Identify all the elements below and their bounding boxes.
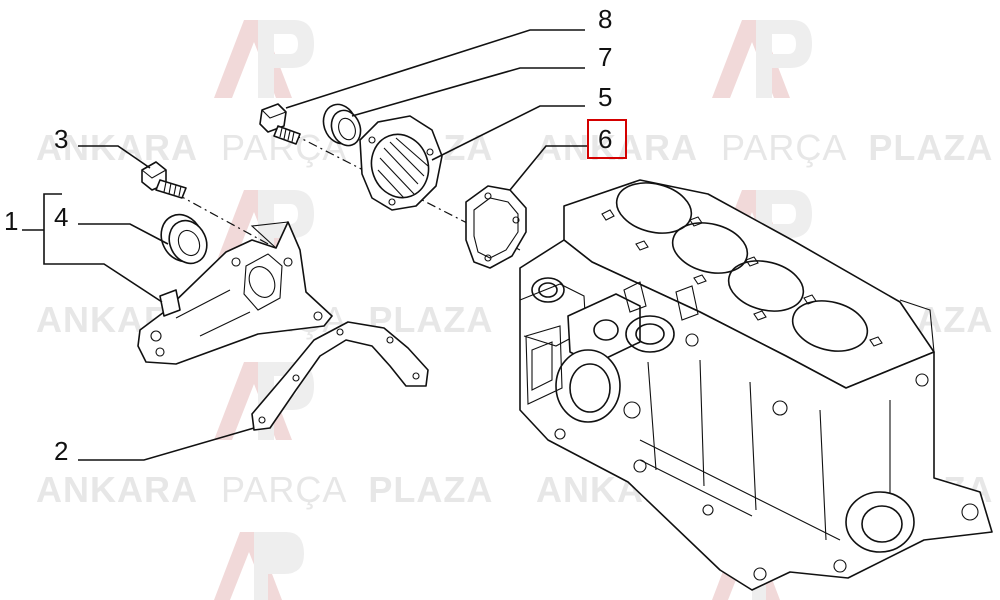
leader-4 — [78, 223, 169, 245]
part-1-rear-carrier — [137, 221, 333, 365]
watermark-logo — [214, 20, 314, 98]
part-3-bolt — [141, 161, 187, 199]
block-port — [625, 315, 675, 353]
part-2-gasket-strip — [251, 321, 429, 431]
callout-2[interactable]: 2 — [54, 436, 68, 466]
cylinder-bore-4 — [791, 300, 869, 352]
callout-5[interactable]: 5 — [598, 82, 612, 112]
leader-8 — [285, 29, 585, 109]
engine-block — [519, 179, 993, 591]
callout-6-highlight-box — [587, 119, 627, 159]
callout-6[interactable]: 6 — [598, 124, 612, 154]
part-7-seal — [322, 103, 362, 147]
callout-labels: 8 7 5 6 3 4 1 2 — [4, 4, 612, 466]
leader-1-bracket — [22, 193, 163, 303]
cylinder-bore-3 — [727, 260, 805, 312]
rear-main-boss — [845, 491, 915, 553]
leader-6 — [509, 145, 588, 191]
watermark-text: ANKARA PARÇA PLAZA — [536, 127, 993, 168]
watermark-text: ANKARA PARÇA PLAZA — [36, 469, 493, 510]
callout-1[interactable]: 1 — [4, 206, 18, 236]
callout-4[interactable]: 4 — [54, 202, 68, 232]
watermark-logo — [712, 20, 812, 98]
leader-5 — [431, 105, 585, 161]
leader-lines — [22, 29, 588, 461]
callout-8[interactable]: 8 — [598, 4, 612, 34]
part-5-front-cover — [359, 115, 443, 211]
watermark-logo — [214, 532, 304, 600]
callout-3[interactable]: 3 — [54, 124, 68, 154]
block-boss — [531, 277, 565, 303]
leader-7 — [351, 67, 585, 117]
cylinder-bore-2 — [671, 222, 749, 274]
callout-7[interactable]: 7 — [598, 42, 612, 72]
leader-2 — [78, 427, 255, 461]
part-8-bolt — [259, 103, 301, 145]
part-6-gasket — [465, 185, 527, 269]
leader-3 — [78, 145, 151, 169]
cylinder-bore-1 — [615, 182, 693, 234]
part-4-seal — [160, 213, 208, 265]
